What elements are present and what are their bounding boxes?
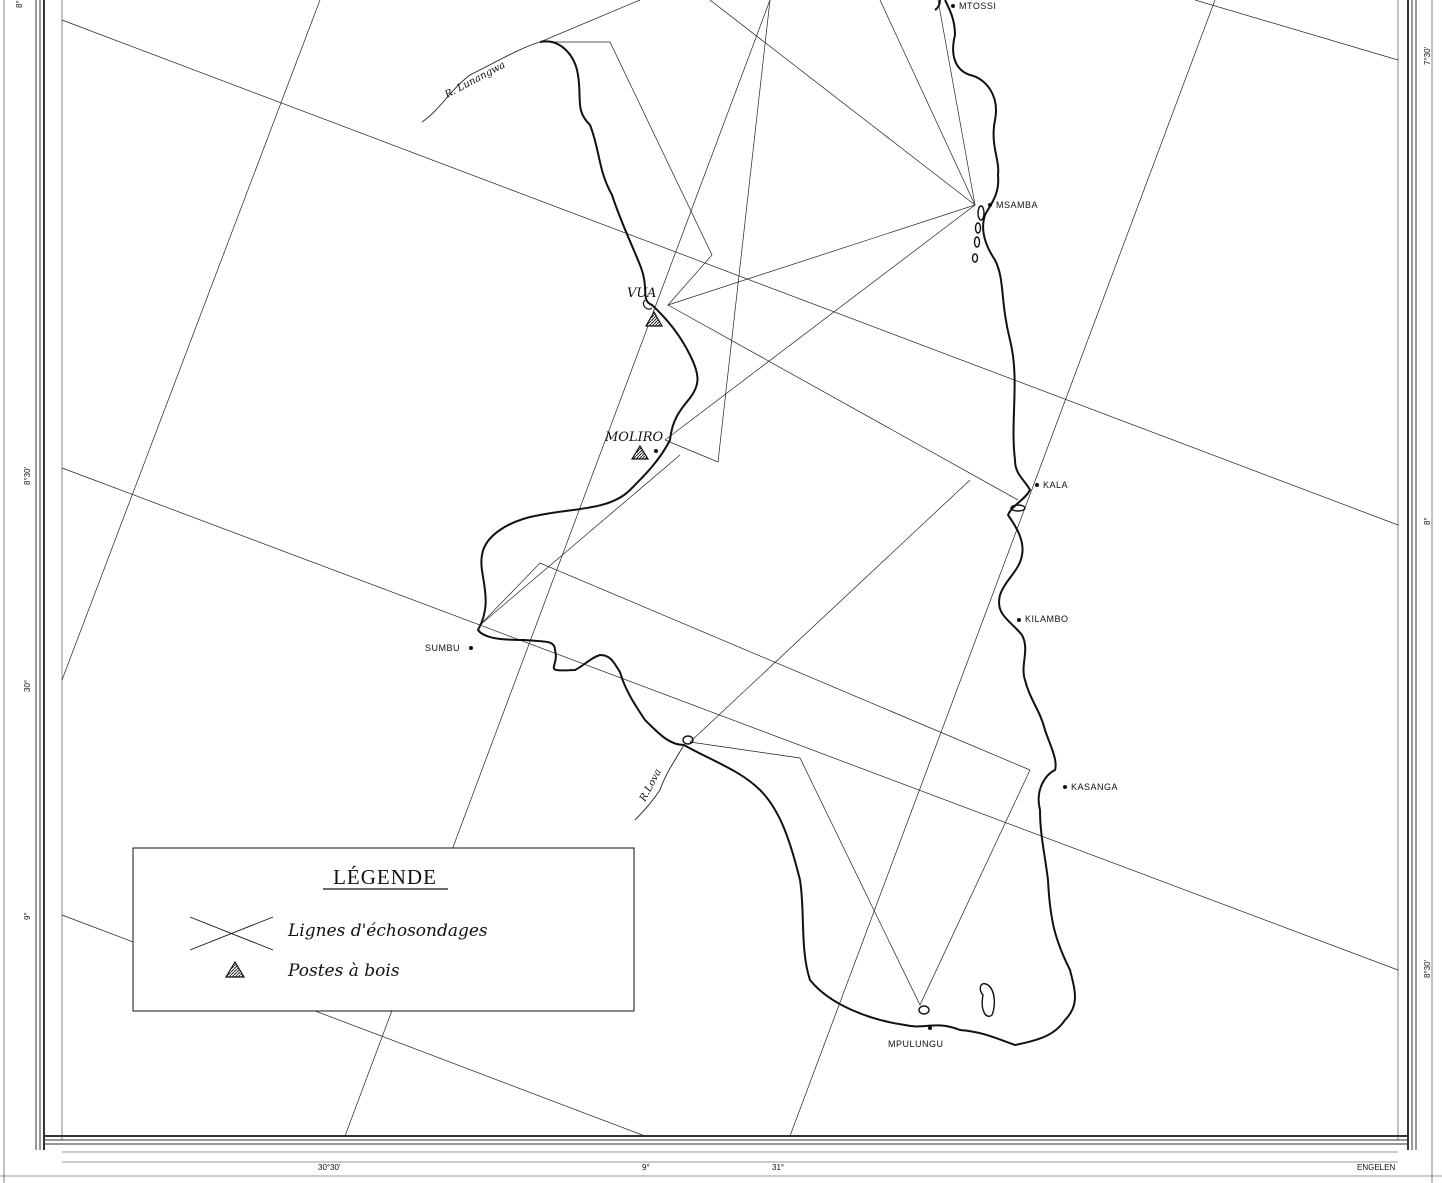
triangle-icon — [224, 960, 246, 978]
crossed-lines-icon — [189, 916, 274, 951]
coord-right-low: 8°30' — [1423, 959, 1432, 978]
place-vua: VUA — [627, 286, 656, 301]
coord-right-top: 7°30' — [1423, 46, 1432, 65]
legend-title: LÉGENDE — [333, 865, 437, 889]
place-mpulungu: MPULUNGU — [888, 1039, 944, 1049]
triangle-icon — [644, 310, 664, 327]
coord-left-30: 30° — [23, 680, 32, 692]
coord-bottom-1: 30°30' — [318, 1163, 341, 1172]
credit-label: ENGELEN — [1357, 1163, 1395, 1172]
wood-posts — [630, 310, 664, 460]
river-lova-label: R.Lova — [637, 767, 664, 804]
place-kala: KALA — [1043, 480, 1068, 490]
lake-coastline — [477, 0, 1076, 1046]
coord-bottom-2: 9° — [642, 1163, 650, 1172]
triangle-icon — [630, 444, 650, 460]
place-kilambo: KILAMBO — [1025, 614, 1069, 624]
place-moliro: MOLIRO — [604, 430, 664, 445]
legend-item-echo-label: Lignes d'échosondages — [287, 921, 488, 941]
legend-item-wood-label: Postes à bois — [287, 961, 400, 981]
rivers — [421, 41, 685, 821]
place-sumbu: SUMBU — [425, 643, 460, 653]
river-lova — [634, 744, 685, 821]
echo-sounding-lines — [479, 0, 1031, 1006]
place-kasanga: KASANGA — [1071, 782, 1118, 792]
settlement-dots — [469, 4, 1067, 1030]
river-lunangwa-label: R. Lunangwa — [442, 60, 507, 102]
coord-left-mid: 8°30' — [23, 466, 32, 485]
coord-left-9: 9° — [23, 912, 32, 920]
coord-right-mid: 8° — [1423, 517, 1432, 525]
place-msamba: MSAMBA — [996, 200, 1038, 210]
river-lunangwa — [421, 41, 541, 123]
coord-bottom-3: 31° — [772, 1163, 784, 1172]
place-mtossi: MTOSSI — [959, 1, 996, 11]
coordinate-labels: 8° 8°30' 30° 9° 7°30' 8° 8°30' 30°30' 9°… — [15, 0, 1432, 1172]
islands — [682, 205, 1026, 1017]
coord-left-top: 8° — [15, 0, 24, 8]
legend: LÉGENDE Lignes d'échosondages Postes à b… — [132, 847, 635, 1012]
